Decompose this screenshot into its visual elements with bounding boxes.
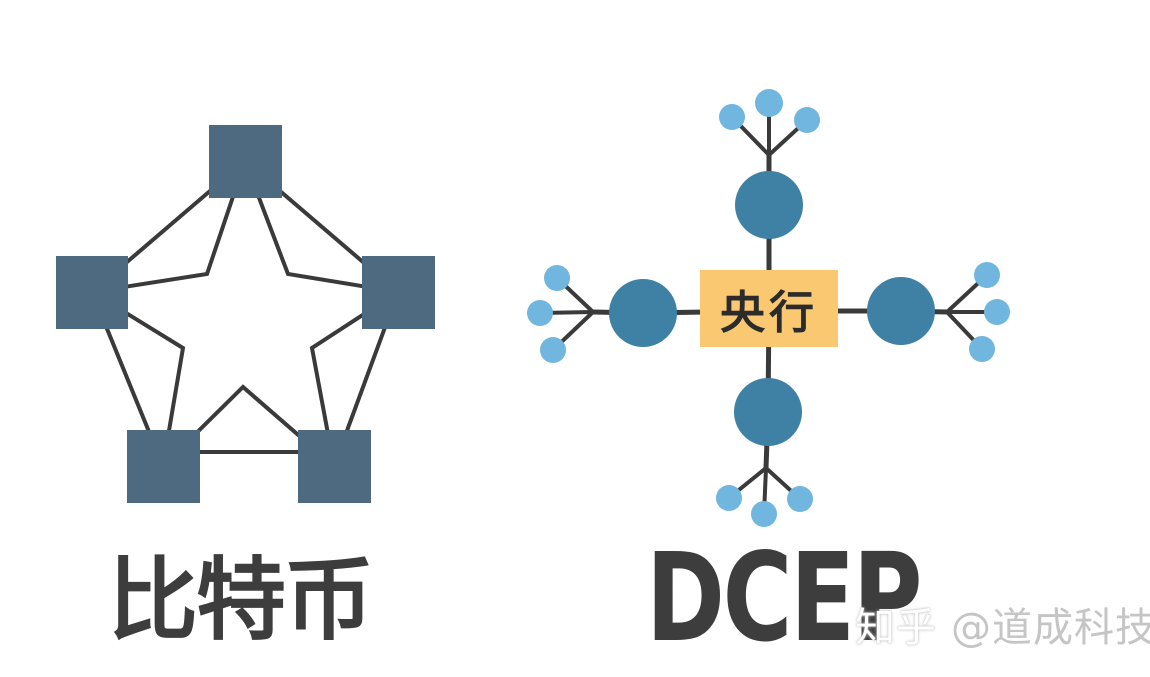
- dcep-hub-nodes: [609, 171, 935, 446]
- bitcoin-nodes: [56, 125, 435, 503]
- central-bank-box: 央行: [700, 270, 838, 347]
- user-node-circle: [755, 89, 783, 117]
- user-node-circle: [540, 337, 566, 363]
- bank-node-circle: [609, 279, 677, 347]
- user-node-circle: [544, 265, 570, 291]
- bitcoin-node-square: [362, 256, 435, 329]
- central-bank-label: 央行: [719, 286, 818, 339]
- user-node-circle: [751, 501, 777, 527]
- watermark-handle: @道成科技: [951, 605, 1150, 651]
- bitcoin-network: [56, 125, 435, 503]
- bitcoin-node-square: [298, 430, 371, 503]
- watermark: 知乎 @道成科技: [855, 606, 1150, 650]
- user-node-circle: [969, 336, 995, 362]
- user-node-circle: [719, 104, 745, 130]
- bitcoin-pentagon-edges: [90, 159, 400, 467]
- watermark-brand: 知乎: [855, 605, 937, 651]
- bitcoin-node-square: [209, 125, 282, 198]
- dcep-left-cluster: [527, 265, 644, 363]
- user-node-circle: [974, 262, 1000, 288]
- bank-node-circle: [867, 277, 935, 345]
- user-node-circle: [716, 485, 742, 511]
- user-node-circle: [984, 299, 1010, 325]
- bitcoin-caption: 比特币: [108, 548, 374, 653]
- dcep-caption: DCEP: [646, 527, 923, 669]
- bitcoin-star-outline: [86, 155, 404, 472]
- bitcoin-node-square: [127, 430, 200, 503]
- user-node-circle: [787, 486, 813, 512]
- bank-node-circle: [734, 378, 802, 446]
- user-node-circle: [794, 107, 820, 133]
- bitcoin-node-square: [56, 256, 128, 329]
- dcep-right-cluster: [900, 262, 1010, 362]
- user-node-circle: [527, 300, 553, 326]
- bank-node-circle: [735, 171, 803, 239]
- dcep-top-cluster: [719, 89, 820, 205]
